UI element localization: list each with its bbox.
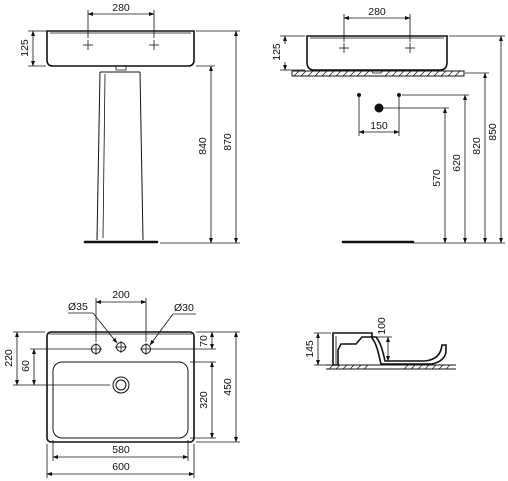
tap-hole-left-icon	[90, 343, 102, 355]
tap-hole-right-label: Ø30	[174, 302, 194, 314]
front-tap-spacing-label: 280	[112, 2, 130, 14]
tap-hole-left-label: Ø35	[68, 301, 88, 313]
plan-overall-depth-label: 450	[222, 378, 234, 396]
waste-offset-label: 150	[370, 120, 388, 132]
front-pedestal-height-label: 840	[197, 137, 209, 155]
plan-view: 200 Ø35 Ø30 220 60 70 320 450 580	[3, 289, 240, 478]
plan-bowl-outline	[52, 361, 189, 439]
section-basin-profile	[332, 332, 447, 366]
front-basin-outline	[46, 30, 195, 67]
supply-height-label: 620	[451, 154, 463, 172]
waste-from-front-label: 60	[20, 360, 32, 372]
plan-waste-icon	[112, 376, 130, 394]
top-height-label: 850	[487, 123, 499, 141]
tap-row-label: 70	[198, 335, 210, 347]
waste-point-icon	[374, 103, 384, 113]
supply-point-right-icon	[397, 93, 401, 97]
front-tap-right-icon	[149, 40, 159, 50]
front-overall-height-label: 870	[222, 133, 234, 151]
side-tap-spacing-label: 280	[368, 6, 386, 18]
tap-hole-right-icon	[140, 343, 152, 355]
depth-to-taps-label: 220	[3, 349, 15, 367]
plan-bowl-width-label: 580	[112, 444, 130, 456]
side-tap-right-icon	[405, 43, 415, 53]
side-bowl-height-label: 125	[271, 43, 283, 61]
section-bowl-depth-label: 100	[376, 317, 388, 335]
section-view: 145 100	[304, 317, 456, 370]
supply-point-left-icon	[357, 93, 361, 97]
plan-tap-spacing-label: 200	[112, 289, 130, 301]
side-tap-left-icon	[339, 43, 349, 53]
section-overall-height-label: 145	[304, 340, 316, 358]
waste-height-label: 570	[431, 169, 443, 187]
plan-basin-outline	[46, 331, 195, 443]
pedestal	[96, 71, 144, 241]
front-view: 280 125 840 870	[19, 2, 240, 244]
plan-overall-width-label: 600	[112, 461, 130, 473]
front-bowl-height-label: 125	[19, 39, 31, 57]
overflow-height-label: 820	[471, 137, 483, 155]
side-countertop	[291, 70, 465, 77]
side-basin-outline	[306, 35, 448, 71]
pedestal-inner-line	[102, 73, 106, 239]
front-tap-left-icon	[83, 40, 93, 50]
tap-hole-center-icon	[115, 341, 127, 353]
front-waste-outlet	[115, 66, 127, 71]
side-view: 150 280 125 570 620 820 850	[271, 6, 505, 244]
plan-bowl-depth-label: 320	[198, 391, 210, 409]
